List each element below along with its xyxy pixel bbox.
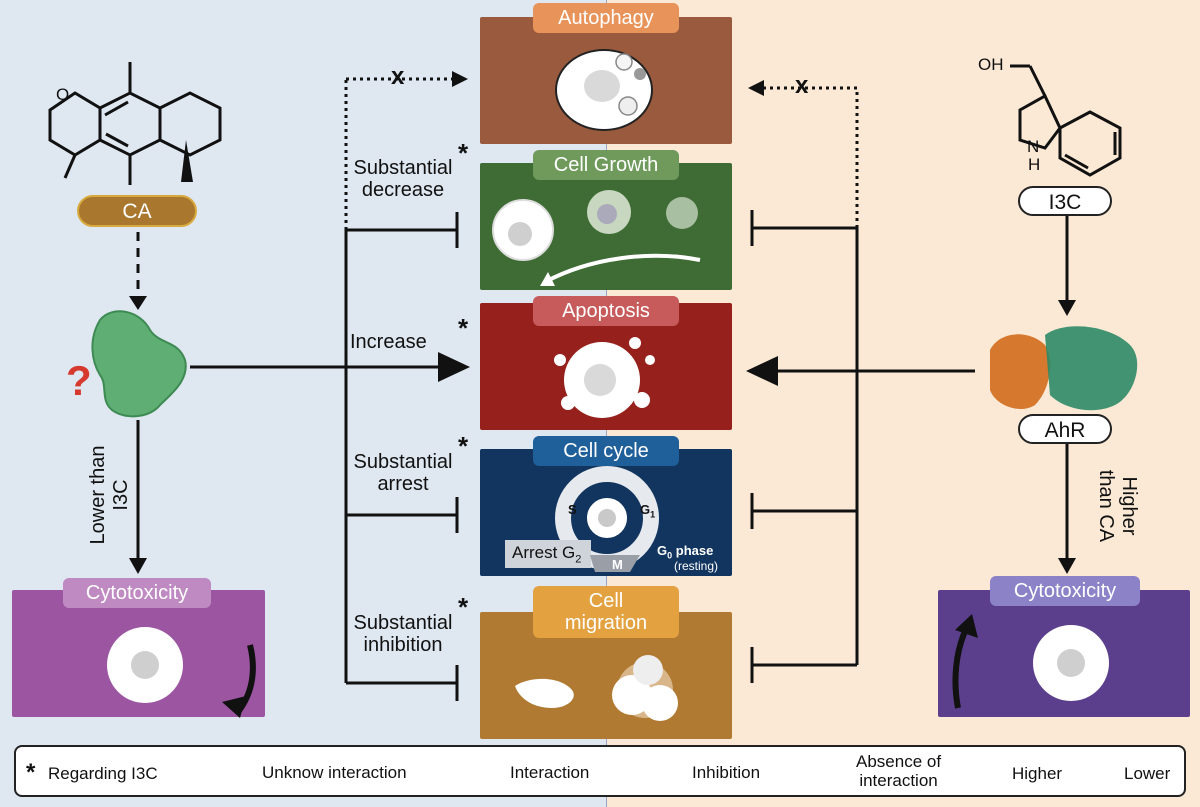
apoptosis-title: Apoptosis bbox=[533, 296, 679, 326]
cell-cycle-resting-label: (resting) bbox=[674, 559, 719, 573]
ca-autophagy-absence-mark: x bbox=[391, 63, 405, 90]
cell-cycle-s-label: S bbox=[568, 502, 577, 517]
legend-absence-line2: interaction bbox=[859, 770, 938, 790]
growth-effect-line1: Substantial bbox=[353, 157, 453, 179]
cell-migration-title: Cell migration bbox=[533, 586, 679, 638]
i3c-h-label: H bbox=[1028, 155, 1041, 174]
i3c-compound-pill: I3C bbox=[1018, 186, 1112, 216]
cell-growth-title: Cell Growth bbox=[533, 150, 679, 180]
cell-cycle-ring-icon bbox=[505, 466, 659, 572]
ca-compound-pill: CA bbox=[77, 195, 197, 227]
cell-cycle-g0-label: G0 phase bbox=[657, 543, 714, 561]
apoptosis-effect-star: * bbox=[458, 313, 469, 343]
unknown-target-question-mark: ? bbox=[66, 357, 92, 404]
i3c-autophagy-absence-mark: x bbox=[795, 72, 809, 99]
migration-effect-line1: Substantial bbox=[353, 612, 453, 634]
ahr-receptor-pill: AhR bbox=[1018, 414, 1112, 444]
migration-effect-label: Substantial inhibition bbox=[348, 612, 458, 656]
cell-cycle-arrest-text: Arrest G bbox=[512, 543, 576, 562]
legend-absence: Absence of interaction bbox=[856, 752, 942, 790]
cytotoxicity-left-title: Cytotoxicity bbox=[63, 578, 211, 608]
apoptosis-cell-icon bbox=[554, 337, 655, 418]
cycle-effect-star: * bbox=[458, 431, 469, 461]
i3c-cytotoxicity-note: Higher than CA bbox=[1094, 451, 1140, 561]
i3c-effect-bracket bbox=[750, 210, 859, 683]
ca-molecule-icon bbox=[48, 62, 222, 185]
legend-absence-line1: Absence of bbox=[856, 752, 942, 771]
cell-migration-title-line2: migration bbox=[564, 612, 648, 634]
autophagy-cell-icon bbox=[555, 49, 653, 131]
cycle-effect-line1: Substantial bbox=[353, 451, 453, 473]
apoptosis-effect-label: Increase bbox=[350, 331, 427, 353]
cell-cycle-arrest-label: Arrest G2 bbox=[512, 543, 582, 566]
ca-ring-oxygen: O bbox=[56, 85, 70, 104]
cell-cycle-g1-letter: G bbox=[640, 502, 651, 517]
cytotoxicity-right-cell-icon bbox=[952, 614, 1109, 709]
legend-interaction: Interaction bbox=[510, 763, 590, 782]
i3c-absence-autophagy-line bbox=[764, 86, 859, 228]
legend-higher: Higher bbox=[1012, 764, 1063, 783]
ca-cytotoxicity-note-line2: I3C bbox=[110, 479, 132, 511]
i3c-cytotoxicity-note-line2: than CA bbox=[1095, 469, 1117, 543]
legend-inhibition: Inhibition bbox=[692, 763, 761, 782]
cytotoxicity-left-cell-icon bbox=[107, 627, 256, 718]
i3c-cytotoxicity-note-line1: Higher bbox=[1118, 476, 1140, 536]
legend-star: * bbox=[26, 759, 36, 786]
autophagy-title: Autophagy bbox=[533, 3, 679, 33]
cell-migration-title-line1: Cell bbox=[588, 590, 624, 612]
migration-effect-line2: inhibition bbox=[363, 634, 443, 656]
ca-cytotoxicity-note: Lower than I3C bbox=[87, 440, 133, 550]
legend-lower: Lower bbox=[1124, 764, 1171, 783]
cell-cycle-g0-letter: G bbox=[657, 543, 668, 558]
i3c-molecule-icon bbox=[1010, 64, 1122, 177]
migration-effect-star: * bbox=[458, 592, 469, 622]
ca-wedge-bond-icon bbox=[181, 140, 193, 182]
cell-migration-icon bbox=[515, 655, 678, 721]
cell-cycle-title: Cell cycle bbox=[533, 436, 679, 466]
legend-unknown-interaction: Unknow interaction bbox=[262, 763, 407, 782]
growth-effect-label: Substantial decrease bbox=[348, 157, 458, 201]
cell-cycle-g0-sub: 0 bbox=[667, 550, 673, 561]
unknown-target-protein-icon bbox=[91, 310, 187, 418]
cell-cycle-g1-label: G1 bbox=[640, 503, 655, 520]
ca-absence-autophagy-line bbox=[344, 77, 452, 230]
cytotoxicity-right-title: Cytotoxicity bbox=[990, 576, 1140, 606]
cycle-effect-line2: arrest bbox=[377, 473, 429, 495]
legend-regarding-i3c: Regarding I3C bbox=[48, 764, 158, 783]
growth-effect-line2: decrease bbox=[361, 179, 445, 201]
cycle-effect-label: Substantial arrest bbox=[348, 451, 458, 495]
legend-box bbox=[14, 745, 1186, 797]
cell-cycle-g1-sub: 1 bbox=[650, 509, 656, 520]
cell-growth-cells-icon bbox=[492, 190, 701, 286]
i3c-n-label: N bbox=[1027, 137, 1040, 156]
ca-effect-bracket bbox=[344, 212, 459, 701]
cell-cycle-g0-phase: phase bbox=[672, 543, 714, 558]
i3c-oh-label: OH bbox=[978, 55, 1004, 74]
ahr-protein-icon bbox=[990, 326, 1138, 411]
growth-effect-star: * bbox=[458, 138, 469, 168]
ca-cytotoxicity-note-line1: Lower than bbox=[87, 445, 109, 545]
cell-cycle-m-label: M bbox=[612, 557, 623, 572]
cell-cycle-arrest-sub: 2 bbox=[575, 553, 582, 566]
